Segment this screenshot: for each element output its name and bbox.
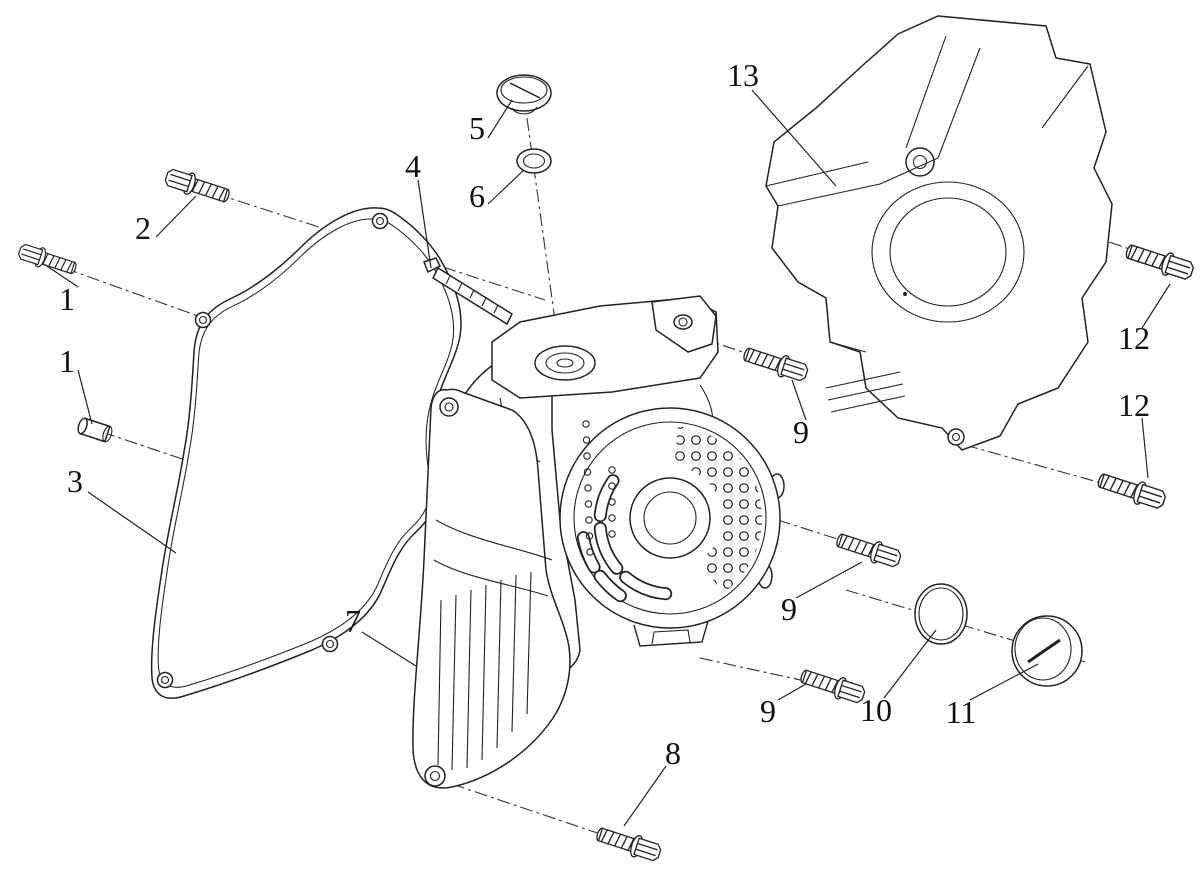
- bolt-part-1: [16, 240, 80, 279]
- callout-leader-lines: [43, 89, 1171, 827]
- shroud-vent-slots: [825, 371, 906, 413]
- bolt-part-9-top: [740, 342, 811, 385]
- cover-ribs: [437, 571, 532, 771]
- callout-1-upper: 1: [59, 281, 75, 317]
- filler-cap-part-5: [496, 74, 552, 115]
- crankshaft-hub: [629, 477, 711, 559]
- filler-neck-block: [491, 295, 719, 399]
- fan-shroud-part-13: [765, 15, 1113, 451]
- sealing-washer-part-6: [516, 148, 552, 174]
- callout-9-top: 9: [793, 414, 809, 450]
- gasket-part-3: [150, 207, 462, 699]
- bolt-part-12-lower: [1094, 468, 1169, 513]
- gasket-bolt-holes: [156, 212, 389, 689]
- callout-12-upper: 12: [1118, 320, 1150, 356]
- callout-2: 2: [135, 210, 151, 246]
- callout-9-mid: 9: [781, 591, 797, 627]
- ribbed-cover-part-7: [412, 388, 571, 789]
- callout-6: 6: [469, 178, 485, 214]
- callout-7: 7: [345, 603, 361, 639]
- callout-13: 13: [727, 57, 759, 93]
- callout-9-bot: 9: [760, 693, 776, 729]
- retainer-strip-part-4: [423, 257, 513, 326]
- callout-8: 8: [665, 735, 681, 771]
- callout-4: 4: [405, 148, 421, 184]
- callout-11: 11: [945, 694, 977, 730]
- callout-10: 10: [860, 692, 892, 728]
- bolt-part-2: [162, 165, 233, 208]
- callout-12-lower: 12: [1118, 387, 1150, 423]
- perforated-grille: [674, 426, 763, 594]
- bolt-part-8: [593, 822, 664, 865]
- bolt-part-12-upper: [1122, 239, 1197, 284]
- rivet-detail-dots: [582, 420, 616, 556]
- callout-5: 5: [469, 110, 485, 146]
- callout-3: 3: [67, 463, 83, 499]
- bolt-part-9-bot: [797, 664, 868, 707]
- dowel-pin-part-1: [77, 417, 113, 443]
- bolt-part-9-mid: [833, 528, 904, 571]
- callout-1-lower: 1: [59, 343, 75, 379]
- round-cap-part-11: [1011, 615, 1083, 687]
- o-ring-part-10: [914, 583, 968, 645]
